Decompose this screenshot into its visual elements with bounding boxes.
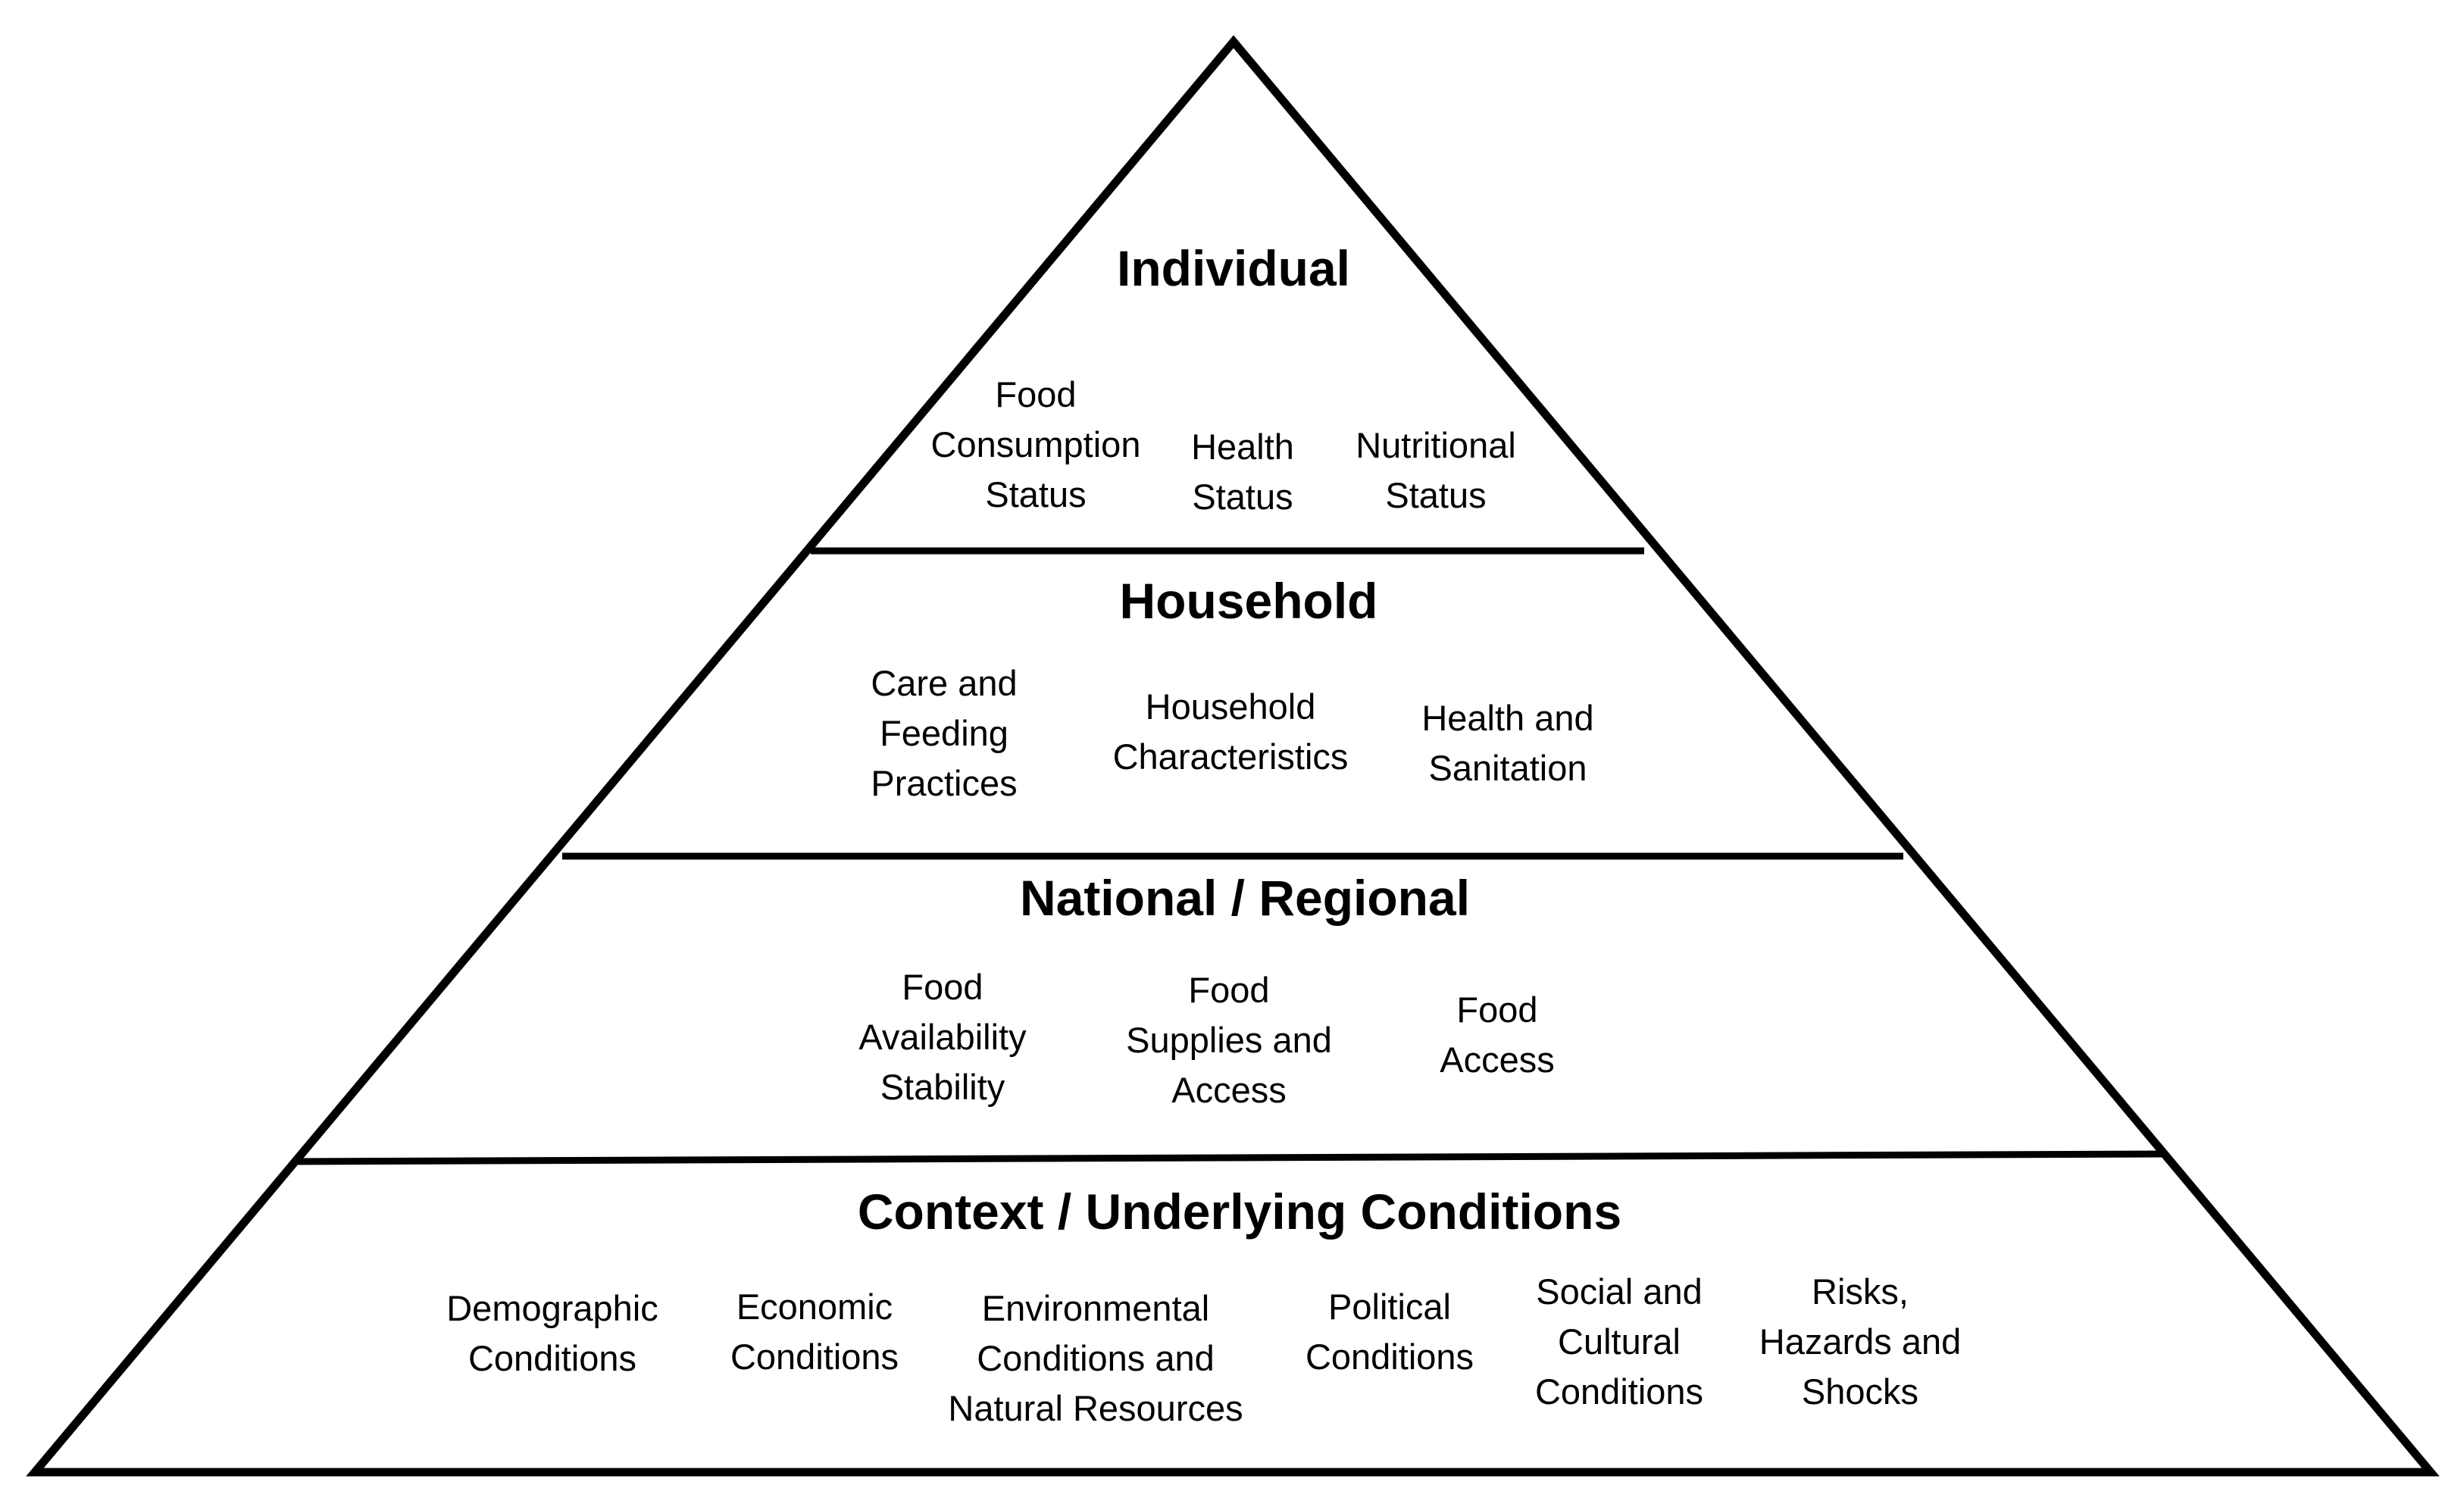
pyramid-outline (26, 35, 2440, 1477)
item-social-cultural-conditions: Social and Cultural Conditions (1534, 1271, 1704, 1412)
item-demographic-conditions: Demographic Conditions (446, 1288, 658, 1378)
item-care-feeding-practices: Care and Feeding Practices (871, 663, 1018, 803)
item-economic-conditions: Economic Conditions (730, 1287, 899, 1377)
item-nutritional-status: Nutritional Status (1356, 425, 1516, 515)
item-food-access: Food Access (1440, 990, 1555, 1080)
tier-title-household: Household (1119, 573, 1378, 629)
item-food-supplies-access: Food Supplies and Access (1126, 970, 1332, 1110)
divider-national-context (295, 1150, 2168, 1165)
item-risks-hazards-shocks: Risks, Hazards and Shocks (1759, 1271, 1962, 1412)
tier-title-individual: Individual (1116, 240, 1351, 296)
item-political-conditions: Political Conditions (1305, 1287, 1474, 1377)
item-health-status: Health Status (1191, 427, 1294, 517)
item-food-consumption-status: Food Consumption Status (930, 374, 1141, 514)
item-environmental-conditions: Environmental Conditions and Natural Res… (948, 1288, 1243, 1428)
item-food-availability-stability: Food Availability Stability (858, 967, 1027, 1107)
item-health-sanitation: Health and Sanitation (1421, 698, 1594, 788)
tier-title-context-conditions: Context / Underlying Conditions (857, 1184, 1622, 1240)
item-household-characteristics: Household Characteristics (1112, 686, 1349, 777)
tier-title-national-regional: National / Regional (1019, 870, 1471, 926)
